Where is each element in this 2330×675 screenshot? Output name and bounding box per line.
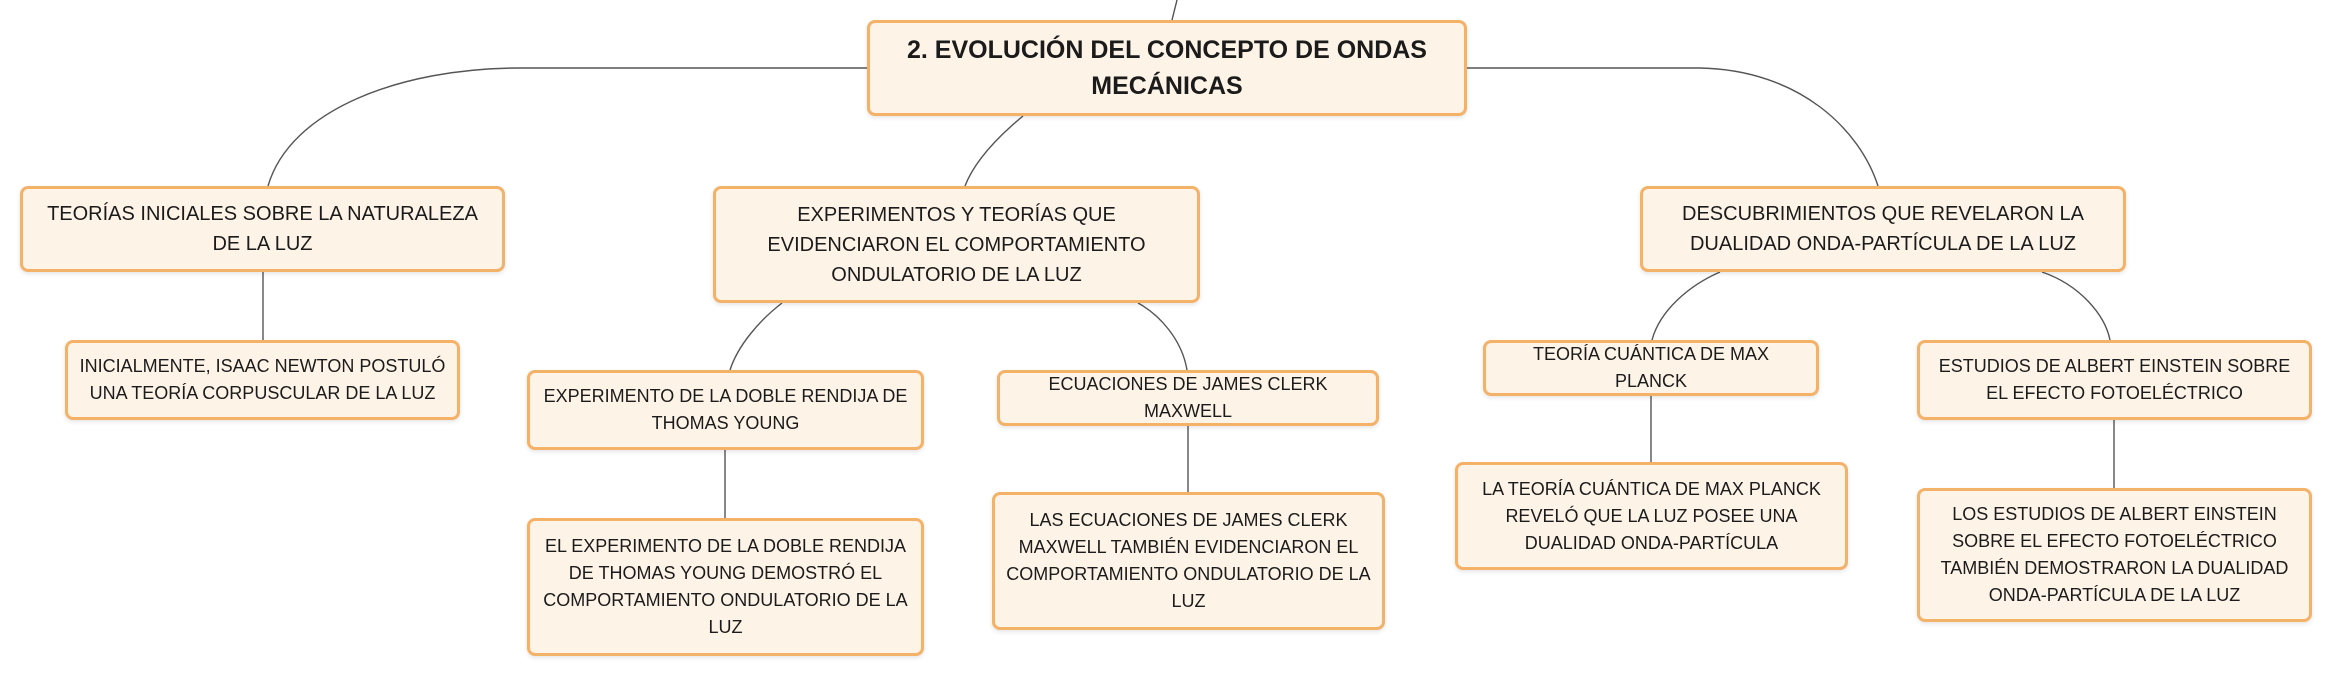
connector-root-branch-2: [964, 115, 1024, 187]
detail-label: EL EXPERIMENTO DE LA DOBLE RENDIJA DE TH…: [543, 536, 908, 637]
detail-node-doble-rendija[interactable]: EL EXPERIMENTO DE LA DOBLE RENDIJA DE TH…: [527, 518, 924, 656]
connector-branch-3-einstein: [2041, 271, 2111, 341]
root-topic-label: 2. EVOLUCIÓN DEL CONCEPTO DE ONDAS MECÁN…: [907, 35, 1427, 100]
subtopic-label: ECUACIONES DE JAMES CLERK MAXWELL: [1048, 374, 1328, 421]
connector-branch-2-maxwell: [1137, 302, 1188, 371]
subtopic-node-doble-rendija[interactable]: EXPERIMENTO DE LA DOBLE RENDIJA DE THOMA…: [527, 370, 924, 450]
detail-node-einstein[interactable]: LOS ESTUDIOS DE ALBERT EINSTEIN SOBRE EL…: [1917, 488, 2312, 622]
topic-node-teorias-iniciales[interactable]: TEORÍAS INICIALES SOBRE LA NATURALEZA DE…: [20, 186, 505, 272]
subtopic-node-planck[interactable]: TEORÍA CUÁNTICA DE MAX PLANCK: [1483, 340, 1819, 396]
topic-label: TEORÍAS INICIALES SOBRE LA NATURALEZA DE…: [47, 203, 478, 255]
connector-root-branch-1: [267, 67, 867, 187]
connector-root-incoming: [1171, 0, 1178, 21]
subtopic-node-maxwell[interactable]: ECUACIONES DE JAMES CLERK MAXWELL: [997, 370, 1379, 426]
subtopic-label: ESTUDIOS DE ALBERT EINSTEIN SOBRE EL EFE…: [1938, 356, 2291, 403]
topic-label: EXPERIMENTOS Y TEORÍAS QUE EVIDENCIARON …: [767, 203, 1146, 286]
connector-root-branch-3: [1467, 67, 1879, 187]
subtopic-label: TEORÍA CUÁNTICA DE MAX PLANCK: [1532, 344, 1770, 391]
root-topic-node[interactable]: 2. EVOLUCIÓN DEL CONCEPTO DE ONDAS MECÁN…: [867, 20, 1467, 116]
topic-node-experimentos-teorias[interactable]: EXPERIMENTOS Y TEORÍAS QUE EVIDENCIARON …: [713, 186, 1200, 303]
detail-label: LOS ESTUDIOS DE ALBERT EINSTEIN SOBRE EL…: [1940, 504, 2289, 605]
topic-label: DESCUBRIMIENTOS QUE REVELARON LA DUALIDA…: [1682, 203, 2084, 255]
connector-branch-3-planck: [1651, 271, 1721, 341]
subtopic-node-newton[interactable]: INICIALMENTE, ISAAC NEWTON POSTULÓ UNA T…: [65, 340, 460, 420]
topic-node-descubrimientos[interactable]: DESCUBRIMIENTOS QUE REVELARON LA DUALIDA…: [1640, 186, 2126, 272]
detail-label: LA TEORÍA CUÁNTICA DE MAX PLANCK REVELÓ …: [1482, 478, 1821, 553]
detail-label: LAS ECUACIONES DE JAMES CLERK MAXWELL TA…: [1006, 510, 1371, 611]
connector-branch-2-young: [729, 302, 783, 371]
subtopic-label: INICIALMENTE, ISAAC NEWTON POSTULÓ UNA T…: [79, 356, 446, 403]
detail-node-planck[interactable]: LA TEORÍA CUÁNTICA DE MAX PLANCK REVELÓ …: [1455, 462, 1848, 570]
subtopic-node-einstein[interactable]: ESTUDIOS DE ALBERT EINSTEIN SOBRE EL EFE…: [1917, 340, 2312, 420]
detail-node-maxwell[interactable]: LAS ECUACIONES DE JAMES CLERK MAXWELL TA…: [992, 492, 1385, 630]
subtopic-label: EXPERIMENTO DE LA DOBLE RENDIJA DE THOMA…: [543, 386, 908, 433]
